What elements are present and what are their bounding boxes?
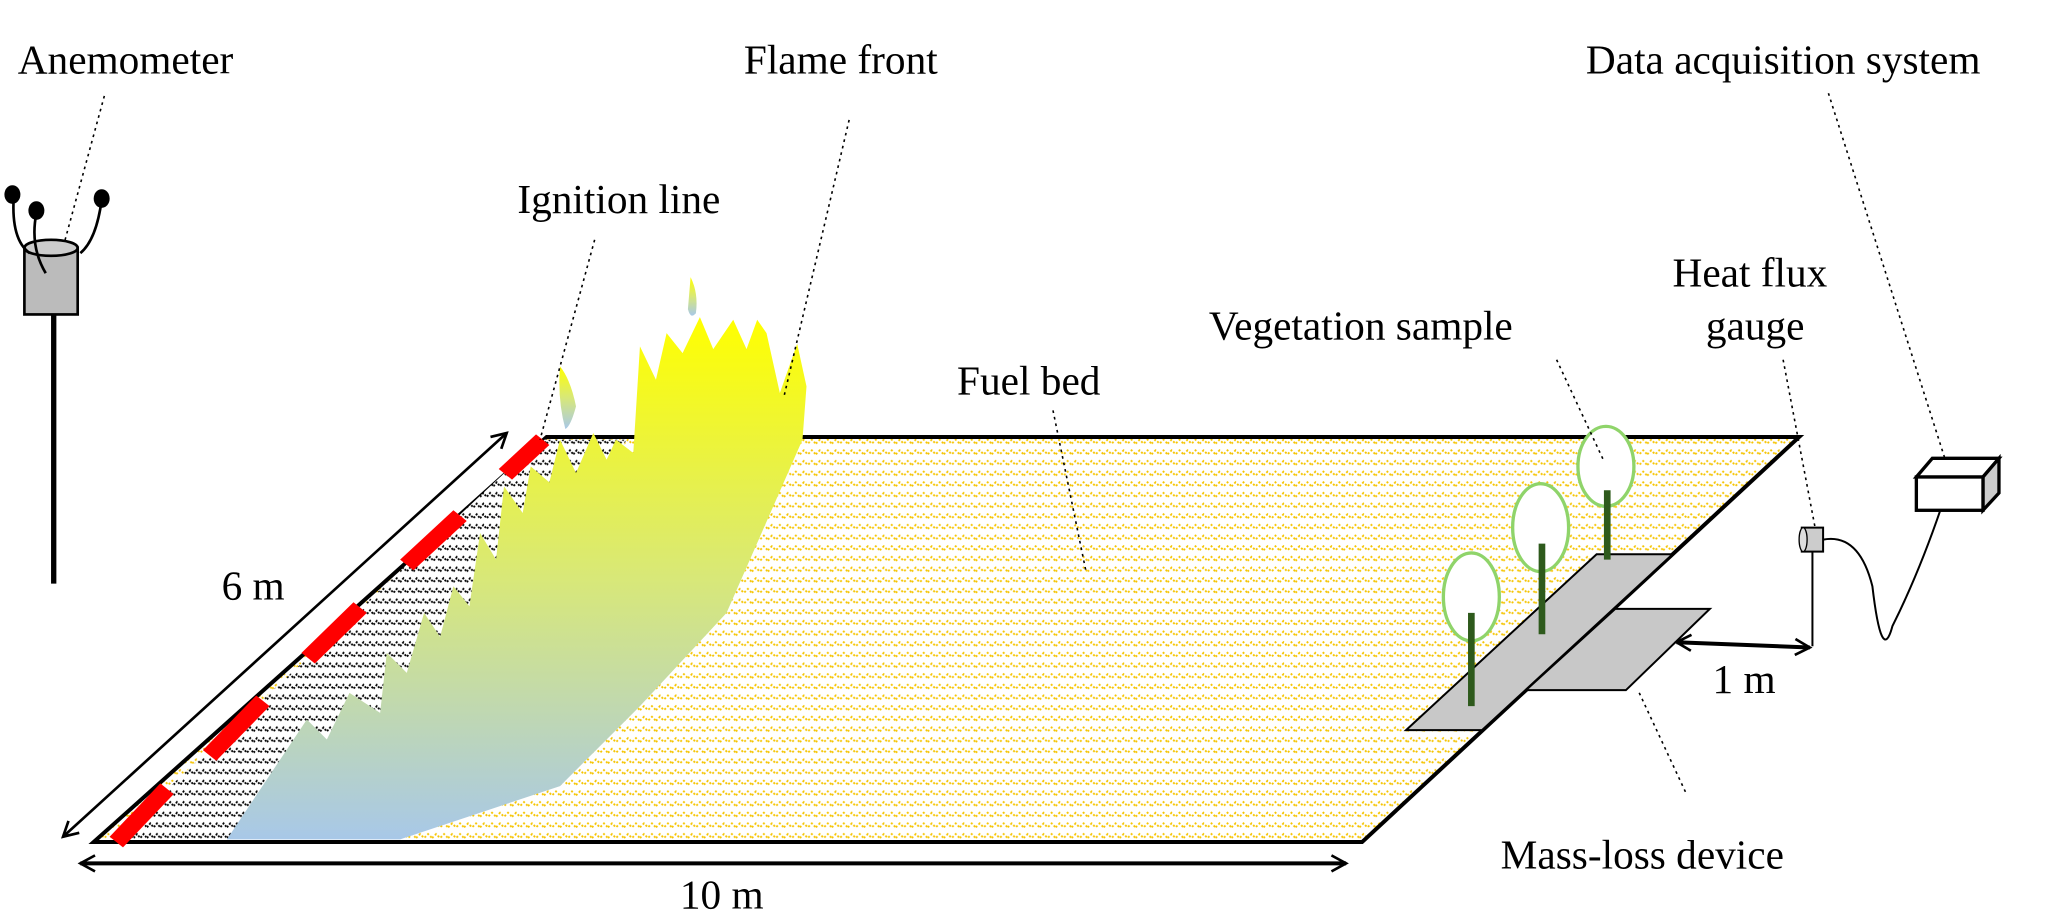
width-label: 6 m <box>222 563 285 609</box>
flame-front-label: Flame front <box>744 36 938 82</box>
data-acquisition-box-icon <box>1912 453 2003 515</box>
anemometer-label: Anemometer <box>18 36 234 82</box>
fuel-bed-label: Fuel bed <box>957 357 1101 403</box>
length-label: 10 m <box>680 872 764 918</box>
mass-loss-plate <box>1523 607 1713 692</box>
distance-arrow <box>1677 642 1810 647</box>
distance-label: 1 m <box>1713 656 1776 702</box>
flame-tongue <box>687 277 697 316</box>
heat-flux-label: Heat flux <box>1673 249 1828 295</box>
leader-lines <box>63 93 1947 794</box>
width-arrow <box>63 433 507 837</box>
data-acquisition-label: Data acquisition system <box>1586 36 1981 82</box>
vegetation-sample-label: Vegetation sample <box>1209 303 1513 349</box>
flame-tongue <box>559 366 576 430</box>
anemometer-icon <box>4 185 110 584</box>
mass-loss-label: Mass-loss device <box>1501 832 1784 878</box>
heat-flux-label-line2: gauge <box>1706 303 1805 349</box>
heat-flux-gauge-icon <box>1798 505 1943 647</box>
ignition-line-label: Ignition line <box>517 176 720 222</box>
vegetation-sample <box>1441 424 1636 707</box>
